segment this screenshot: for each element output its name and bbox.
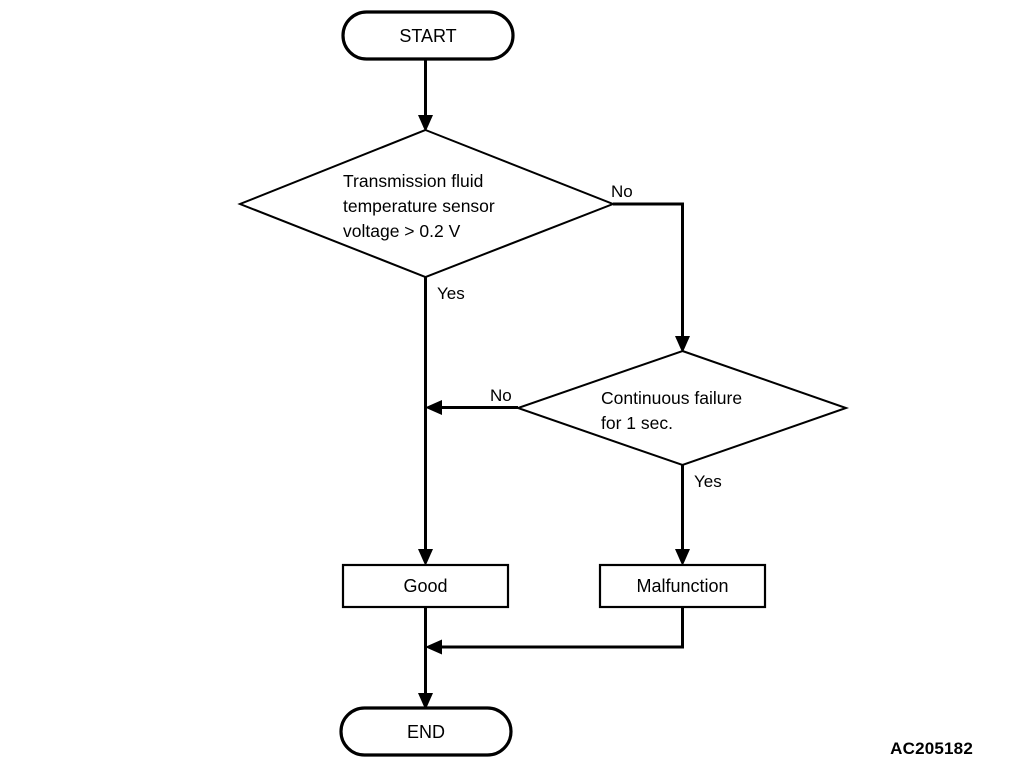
arrowhead-decision1-no-to-decision2	[675, 336, 690, 353]
malfunction-node	[598, 563, 767, 609]
connector-malfunction-to-trunk	[435, 607, 684, 649]
end-node	[339, 706, 513, 757]
malfunction-node-label: Malfunction	[636, 576, 728, 596]
start-node	[341, 10, 515, 61]
arrowhead-good-to-end	[418, 693, 433, 710]
decision1-yes-label: Yes	[437, 284, 465, 303]
arrowhead-start-to-decision1	[418, 115, 433, 132]
decision2-yes-label: Yes	[694, 472, 722, 491]
arrowhead-malfunction-to-trunk	[425, 639, 442, 655]
decision1-text-line2: temperature sensor	[343, 196, 495, 216]
decision2-node	[514, 349, 850, 467]
good-node-label: Good	[403, 576, 447, 596]
decision1-text-line1: Transmission fluid	[343, 171, 483, 191]
decision1-no-label: No	[611, 182, 633, 201]
arrowhead-decision2-yes-to-malfunction	[675, 549, 690, 566]
end-node-label: END	[407, 722, 445, 742]
arrowhead-decision2-no-to-trunk	[425, 400, 442, 415]
decision2-text-line2: for 1 sec.	[601, 413, 673, 433]
reference-code: AC205182	[890, 739, 973, 758]
decision2-no-label: No	[490, 386, 512, 405]
start-node-label: START	[399, 26, 456, 46]
good-node	[341, 563, 510, 609]
connector-decision1-no-to-decision2	[613, 202, 684, 343]
decision2-text-line1: Continuous failure	[601, 388, 742, 408]
decision1-text-line3: voltage > 0.2 V	[343, 221, 461, 241]
arrowhead-decision1-yes-to-good	[418, 549, 433, 566]
